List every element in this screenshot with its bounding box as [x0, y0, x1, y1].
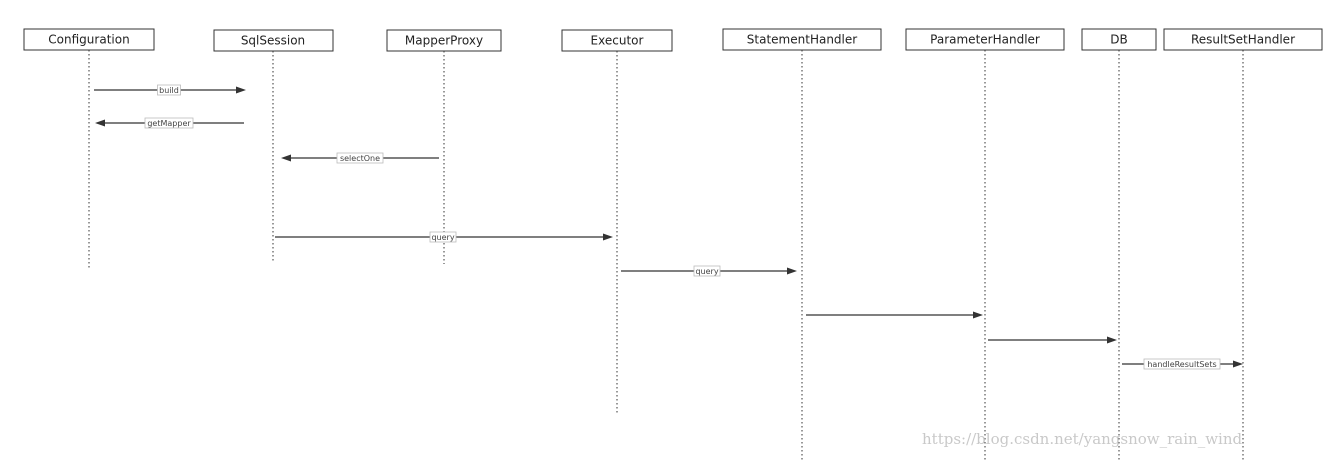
- arrow-head-right: [603, 233, 613, 241]
- participant-box: [213, 29, 334, 52]
- watermark-text: https://blog.csdn.net/yangsnow_rain_wind: [922, 430, 1243, 448]
- message-getmapper: getMapper: [95, 117, 244, 129]
- participant-box: [722, 28, 882, 51]
- participant-label: Configuration: [48, 33, 129, 47]
- message-label-box: [693, 265, 721, 277]
- participant-label: StatementHandler: [747, 33, 857, 47]
- participant-box: [23, 28, 155, 51]
- participant-label: ResultSetHandler: [1191, 33, 1295, 47]
- arrow-head-left: [281, 154, 291, 162]
- participant-box: [1163, 28, 1323, 51]
- message-query-statementhandler: query: [621, 265, 797, 277]
- participant-label: DB: [1110, 33, 1127, 47]
- message-selectone: selectOne: [281, 152, 439, 164]
- message-label-box: [336, 152, 384, 164]
- message-statement-to-parameter: [806, 311, 983, 319]
- participant-db: DB: [1081, 28, 1157, 51]
- message-label: build: [159, 86, 179, 95]
- participant-mapperproxy: MapperProxy: [386, 29, 502, 52]
- message-label-box: [1143, 358, 1221, 370]
- participant-label: Executor: [591, 34, 644, 48]
- arrow-head-right: [787, 267, 797, 275]
- message-label-box: [157, 84, 181, 96]
- message-handleresultsets: handleResultSets: [1122, 358, 1243, 370]
- message-label-box: [144, 117, 194, 129]
- participant-label: SqlSession: [241, 34, 305, 48]
- arrow-head-right: [1107, 336, 1117, 344]
- message-label: query: [695, 267, 718, 276]
- message-parameter-to-db: [988, 336, 1117, 344]
- participant-executor: Executor: [561, 29, 673, 52]
- message-label: handleResultSets: [1147, 360, 1216, 369]
- lifelines: [88, 50, 1244, 460]
- participant-configuration: Configuration: [23, 28, 155, 51]
- participant-sqlsession: SqlSession: [213, 29, 334, 52]
- participant-statementhandler: StatementHandler: [722, 28, 882, 51]
- participant-box: [561, 29, 673, 52]
- participant-label: MapperProxy: [405, 34, 483, 48]
- message-label-box: [429, 231, 457, 243]
- arrow-head-right: [1233, 360, 1243, 368]
- arrow-head-left: [95, 119, 105, 127]
- message-label: getMapper: [147, 119, 191, 128]
- participant-box: [905, 28, 1065, 51]
- participant-resultsethandler: ResultSetHandler: [1163, 28, 1323, 51]
- message-label: selectOne: [340, 154, 380, 163]
- message-build: build: [94, 84, 246, 96]
- participant-box: [1081, 28, 1157, 51]
- participant-parameterhandler: ParameterHandler: [905, 28, 1065, 51]
- arrow-head-right: [973, 311, 983, 319]
- message-query-executor: query: [275, 231, 613, 243]
- participant-box: [386, 29, 502, 52]
- arrow-head-right: [236, 86, 246, 94]
- message-label: query: [431, 233, 454, 242]
- participant-label: ParameterHandler: [930, 33, 1040, 47]
